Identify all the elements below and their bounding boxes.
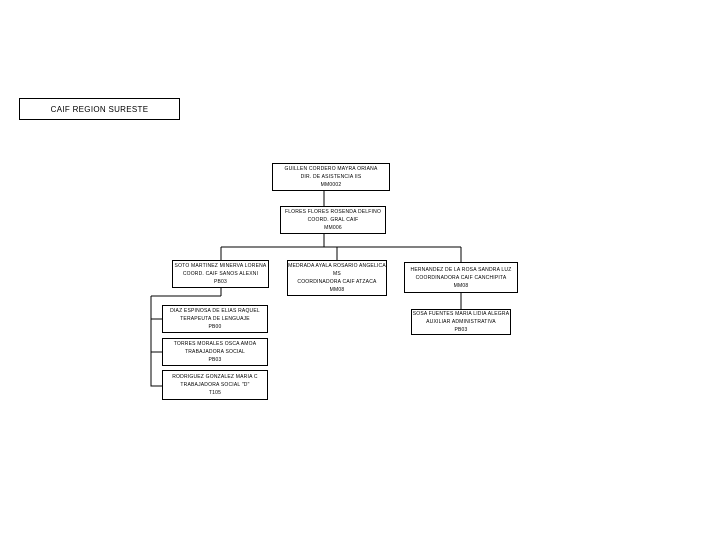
node-staff-3-name: RODRIGUEZ GONZALEZ MARIA C: [172, 374, 258, 380]
node-director-role: DIR. DE ASISTENCIA IIS: [300, 174, 362, 180]
node-staff-1-name: DIAZ ESPINOSA DE ELIAS RAQUEL: [170, 308, 260, 314]
node-director-name: GUILLEN CORDERO MAYRA ORIANA: [284, 166, 378, 172]
connector-staff-spine: [150, 296, 162, 387]
node-staff-4-code: PB03: [454, 327, 468, 333]
node-coord-a-role: COORD. CAIF SANOS ALEXNI: [182, 271, 259, 277]
node-staff-4: SOSA FUENTES MARIA LIDIA ALEGRA AUXILIAR…: [411, 309, 511, 335]
node-coord-general-code: MM006: [324, 225, 342, 231]
node-coord-c-role: COORDINADORA CAIF CANCHIPITA: [415, 274, 507, 281]
node-staff-3-role: TRABAJADORA SOCIAL "D": [180, 382, 250, 388]
node-coord-general-name: FLORES FLORES ROSENDA DELFINO: [284, 209, 382, 215]
node-coord-c-code: MM08: [453, 282, 469, 289]
node-coord-c-name: HERNANDEZ DE LA ROSA SANDRA LUZ: [410, 266, 512, 273]
node-staff-1-code: PB00: [208, 324, 222, 330]
node-staff-4-name: SOSA FUENTES MARIA LIDIA ALEGRA: [412, 311, 510, 317]
node-coord-a-name: SOTO MARTINEZ MINERVA LORENA: [174, 263, 267, 269]
node-coord-b-role: COORDINADORA CAIF ATZACA: [297, 279, 377, 285]
node-coord-a: SOTO MARTINEZ MINERVA LORENA COORD. CAIF…: [172, 260, 269, 288]
node-staff-2-name: TORRES MORALES OSCA AMOA: [173, 341, 257, 347]
diagram-title: CAIF REGION SURESTE: [19, 98, 180, 120]
node-coord-general-role: COORD. GRAL CAIF: [307, 217, 359, 223]
node-coord-b-code: MM08: [329, 287, 345, 293]
node-coord-b: MEDRADA AYALA ROSARIO ANGELICA MS COORDI…: [287, 260, 387, 296]
node-coord-c: HERNANDEZ DE LA ROSA SANDRA LUZ COORDINA…: [404, 262, 518, 293]
node-director-code: MM0002: [320, 182, 342, 188]
node-staff-4-role: AUXILIAR ADMINISTRATIVA: [426, 319, 496, 325]
node-coord-b-sub: MS: [333, 271, 341, 277]
node-coord-a-code: PB03: [213, 279, 228, 285]
node-staff-2-code: PB03: [208, 357, 222, 363]
node-staff-1: DIAZ ESPINOSA DE ELIAS RAQUEL TERAPEUTA …: [162, 305, 268, 333]
node-coord-b-name: MEDRADA AYALA ROSARIO ANGELICA: [288, 263, 386, 269]
node-staff-1-role: TERAPEUTA DE LENGUAJE: [180, 316, 250, 322]
node-staff-2-role: TRABAJADORA SOCIAL: [184, 349, 245, 355]
node-staff-3: RODRIGUEZ GONZALEZ MARIA C TRABAJADORA S…: [162, 370, 268, 400]
node-staff-3-code: T105: [208, 390, 222, 396]
node-staff-2: TORRES MORALES OSCA AMOA TRABAJADORA SOC…: [162, 338, 268, 366]
node-coord-general: FLORES FLORES ROSENDA DELFINO COORD. GRA…: [280, 206, 386, 234]
node-director: GUILLEN CORDERO MAYRA ORIANA DIR. DE ASI…: [272, 163, 390, 191]
